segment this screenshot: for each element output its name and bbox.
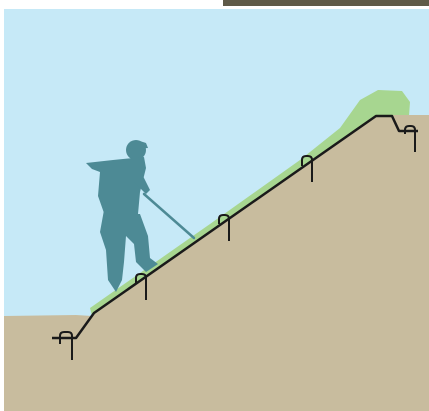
slope-diagram-panel bbox=[4, 9, 429, 411]
slope-diagram bbox=[4, 9, 429, 411]
photo-strip-fragment bbox=[223, 0, 429, 6]
